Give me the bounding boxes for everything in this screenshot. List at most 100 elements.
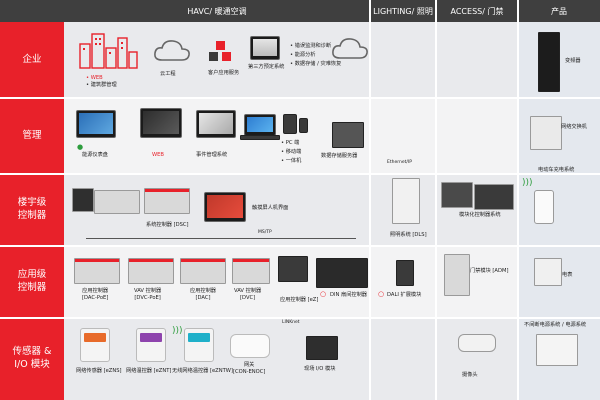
ezntw-thermostat xyxy=(184,328,214,362)
dvc-poe-controller xyxy=(128,258,174,284)
modular-controller-label: 模块化控制器系统 xyxy=(459,212,501,218)
ev-charger-device xyxy=(534,190,554,224)
system-controller-module xyxy=(94,190,140,214)
row-label-building: 楼宇级 控制器 xyxy=(0,174,64,246)
tablet-device xyxy=(283,114,297,134)
header-products-label: 产品 xyxy=(551,6,567,16)
row-separator xyxy=(0,245,600,247)
enterprise-building-mgmt-label: • 建筑群管理 xyxy=(86,82,117,88)
row-label-building-text: 楼宇级 控制器 xyxy=(17,197,47,221)
cloud-icon xyxy=(154,40,190,61)
dac-label: 应用控制器 [DAC] xyxy=(190,288,216,301)
web-monitor xyxy=(140,108,182,138)
phone-device xyxy=(299,118,308,133)
eznt-thermostat xyxy=(136,328,166,362)
third-party-monitor xyxy=(250,36,280,60)
laptop-device xyxy=(244,114,276,136)
gateway-device xyxy=(230,334,270,358)
header-access-label: ACCESS/ 门禁 xyxy=(450,6,504,16)
row-separator xyxy=(0,317,600,319)
enterprise-web-label: • WEB xyxy=(86,75,103,81)
row-label-application-text: 应用级 控制器 xyxy=(17,269,47,293)
network-switch-device xyxy=(530,116,562,150)
dali-search-icon: ○ xyxy=(378,290,385,298)
ev-charger-label: 电动车充电系统 xyxy=(538,167,575,173)
dvc-controller xyxy=(232,258,270,284)
enterprise-bullet-2: • 能源分析 xyxy=(290,52,316,58)
enterprise-bullet-1: • 错误监测和诊断 xyxy=(290,43,332,49)
row-separator xyxy=(0,173,600,175)
building-cluster-icon xyxy=(79,33,138,69)
ethernet-label: Ethernet/IP xyxy=(387,160,412,165)
header-products: 产品 xyxy=(518,0,600,22)
mgmt-bullet-kiosk: • 一体机 xyxy=(281,158,302,164)
camera-device xyxy=(458,334,496,352)
third-party-label: 第三方预定系统 xyxy=(248,64,285,70)
event-mgmt-label: 事件管理系统 xyxy=(196,152,228,158)
dac-poe-label: 应用控制器 [DAC-PoE] xyxy=(82,288,109,301)
io-module xyxy=(306,336,338,360)
camera-label: 摄像头 xyxy=(462,372,478,378)
cloud-engineering-label: 云工程 xyxy=(160,71,176,77)
ez-controller xyxy=(278,256,308,282)
header-lighting-label: LIGHTING/ 照明 xyxy=(373,6,433,16)
dac-controller xyxy=(180,258,226,284)
modular-controller-rack xyxy=(441,182,473,208)
linknet-label: LINKnet xyxy=(282,320,300,325)
din-controller xyxy=(316,258,368,288)
dvc-poe-label: VAV 控制器 [DVC-PoE] xyxy=(134,288,162,301)
ups-device xyxy=(536,334,578,366)
vfd-label: 变频器 xyxy=(565,58,581,64)
ezntw-label: 无线网络温控器 [eZNTW] xyxy=(172,368,233,374)
din-label: DIN 扇间控制器 xyxy=(330,292,367,298)
ms-tp-bus-line xyxy=(86,238,356,239)
data-server-label: 数据存储服务器 xyxy=(321,153,358,159)
column-separator xyxy=(369,0,371,400)
header-havc-label: HAVC/ 暖通空调 xyxy=(187,6,247,16)
header-lighting: LIGHTING/ 照明 xyxy=(370,0,436,22)
mgmt-bullet-mobile: • 移动端 xyxy=(281,149,302,155)
energy-dashboard-monitor xyxy=(76,110,116,138)
system-controller-module xyxy=(144,188,190,214)
system-controller-label: 系统控制器 [DSC] xyxy=(146,222,189,228)
row-label-enterprise-text: 企业 xyxy=(22,53,42,65)
wireless-icon: ))) xyxy=(172,326,183,336)
row-label-sensor-text: 传感器 & I/O 模块 xyxy=(12,346,52,370)
eznt-label: 网络温控器 [eZNT] xyxy=(126,368,172,374)
web-label: WEB xyxy=(152,152,164,158)
wireless-icon: ))) xyxy=(522,178,533,188)
network-switch-label: 网络交换机 xyxy=(561,124,587,130)
meter-device xyxy=(534,258,562,286)
dvc-label: VAV 控制器 [DVC] xyxy=(234,288,262,301)
ups-label: 不间断电源系统 / 电源系统 xyxy=(524,322,587,328)
lighting-system-label: 照明系统 [DLS] xyxy=(390,232,427,238)
client-app-label: 客户应用服务 xyxy=(208,70,240,76)
row-label-application: 应用级 控制器 xyxy=(0,246,64,318)
modular-controller-rack xyxy=(474,184,514,210)
mgmt-bullet-pc: • PC 端 xyxy=(281,140,300,146)
row-label-management: 管理 xyxy=(0,98,64,174)
event-mgmt-monitor xyxy=(196,110,236,138)
laptop-base xyxy=(240,135,280,140)
dac-poe-controller xyxy=(74,258,120,284)
band-enterprise xyxy=(64,22,518,98)
band-management xyxy=(64,98,518,174)
column-separator xyxy=(435,0,437,400)
band-sensor xyxy=(64,318,518,400)
energy-dashboard-label: 能源仪表盘 xyxy=(82,152,108,158)
system-controller-module xyxy=(72,188,94,212)
row-label-management-text: 管理 xyxy=(22,129,42,141)
app-cubes-icon xyxy=(209,41,231,61)
data-server-device xyxy=(332,122,364,148)
row-label-enterprise: 企业 xyxy=(0,22,64,98)
hmi-touchscreen xyxy=(204,192,246,222)
enterprise-bullet-3: • 数据存储 / 灾难恢复 xyxy=(290,61,342,67)
ez-label: 应用控制器 [eZ] xyxy=(280,297,319,303)
gateway-label: 网关 [CON-ENOC] xyxy=(233,362,266,375)
io-label: 现场 I/O 模块 xyxy=(304,366,336,372)
row-separator xyxy=(0,97,600,99)
din-search-icon: ○ xyxy=(320,290,327,298)
vfd-device xyxy=(538,32,560,92)
hmi-label: 触摸屏人机界面 xyxy=(252,205,289,211)
meter-label: 电表 xyxy=(562,272,573,278)
